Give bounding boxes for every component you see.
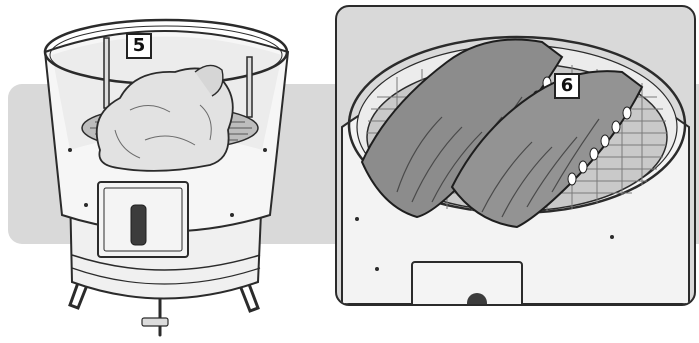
door-handle <box>131 205 146 245</box>
access-door <box>98 182 188 257</box>
smoker-icon <box>0 0 330 343</box>
ribs-icon <box>337 7 694 304</box>
smoker-illustration: 5 <box>0 0 330 343</box>
step-number-6: 6 <box>554 73 580 99</box>
detail-panel-ribs <box>335 5 696 306</box>
step-number-5: 5 <box>126 33 152 59</box>
